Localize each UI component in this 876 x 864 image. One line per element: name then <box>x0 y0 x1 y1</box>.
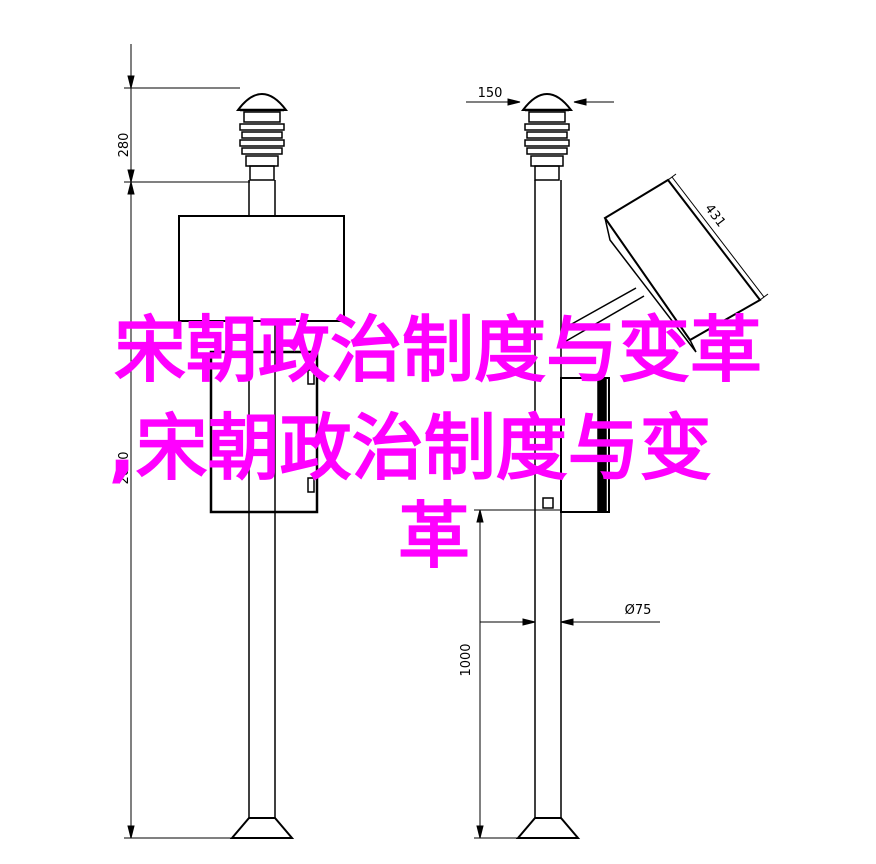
dim-label-2000: 2000 <box>117 451 132 484</box>
left-dimension-line <box>124 44 250 839</box>
dim-label-280: 280 <box>117 133 132 158</box>
dim-label-diameter-75: Ø75 <box>625 603 652 618</box>
overlay-title-line-1: 宋朝政治制度与变革 <box>113 308 762 392</box>
overlay-title-line-2: ,宋朝政治制度与变 <box>108 406 712 490</box>
left-pole-assembly <box>178 93 345 839</box>
overlay-title-line-3: 革 <box>398 494 471 578</box>
right-dimension-lines <box>466 98 769 839</box>
dim-label-1000: 1000 <box>459 643 474 676</box>
dim-label-150: 150 <box>478 86 503 101</box>
dim-label-431: 431 <box>701 201 728 230</box>
